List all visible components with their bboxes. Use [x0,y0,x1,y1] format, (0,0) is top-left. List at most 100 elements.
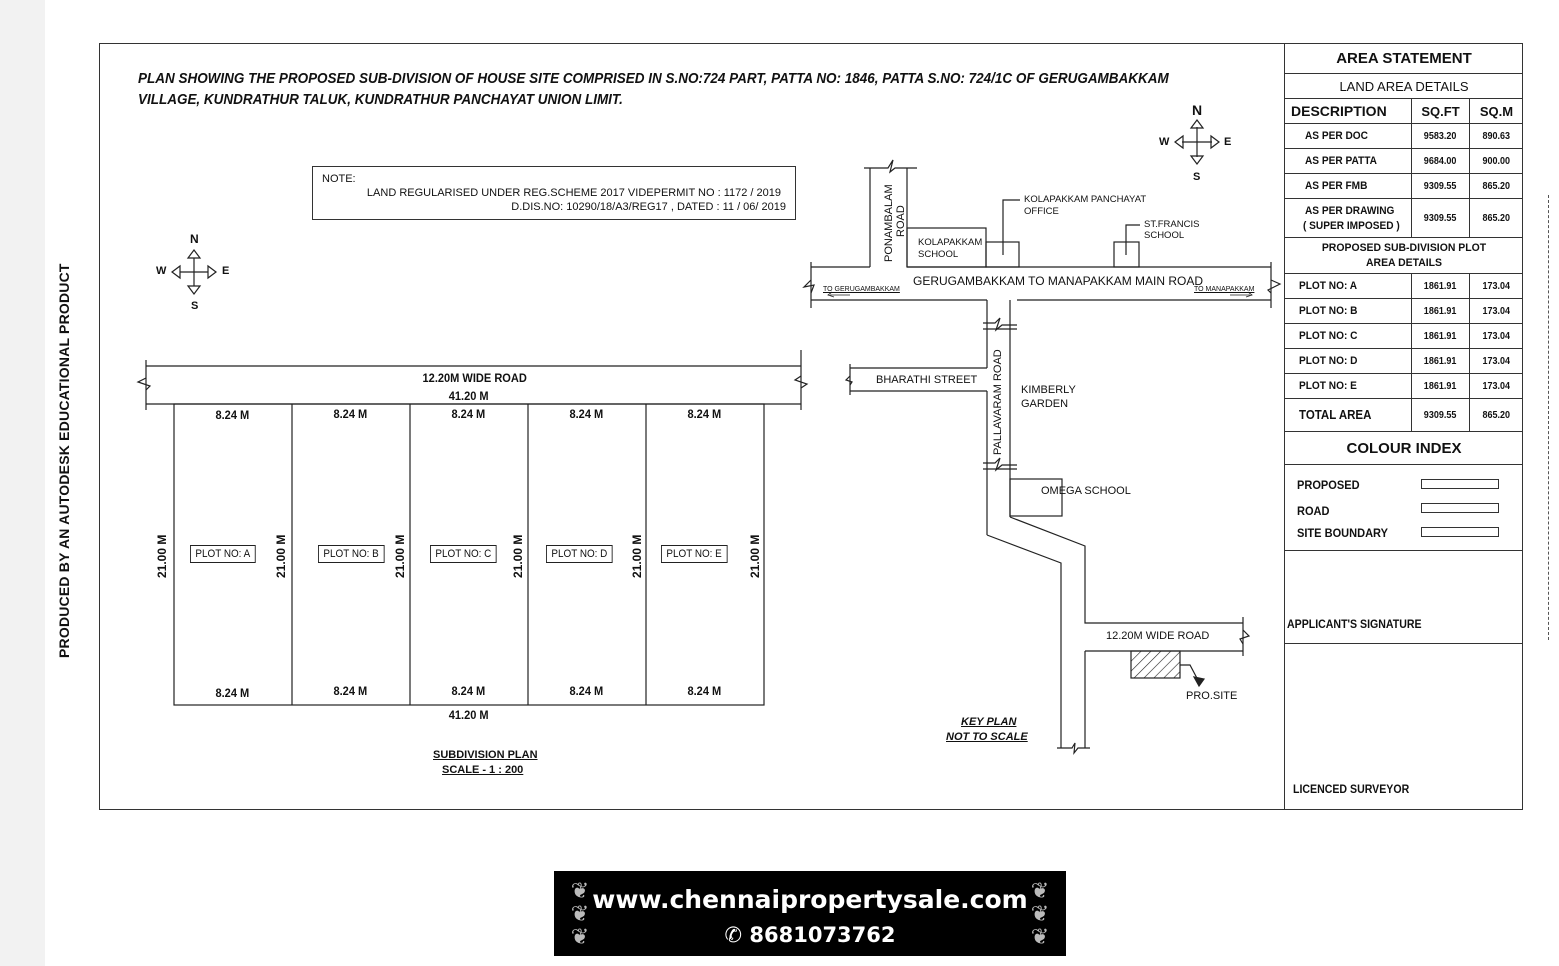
st-francis-1: ST.FRANCIS [1144,219,1200,230]
row-sqft: 1861.91 [1424,330,1457,342]
note-label: NOTE: [322,173,356,185]
floral-ornament-left-icon: ❦❦❦ [570,878,590,949]
plot-depth-5: 21.00 M [630,534,644,578]
subdivision-road-label: 12.20M WIDE ROAD [422,371,527,385]
plot-b-label[interactable]: PLOT NO: B [318,545,385,563]
plot-d-label[interactable]: PLOT NO: D [546,545,613,563]
pro-site-label[interactable]: PRO.SITE [1186,690,1238,702]
land-area-header-row: LAND AREA DETAILS [1285,74,1523,99]
plot-b-top-width: 8.24 M [333,407,368,421]
applicant-signature-label: APPLICANT'S SIGNATURE [1287,619,1422,631]
left-margin-strip [0,0,45,966]
swatch-road [1421,503,1499,513]
plot-c-label[interactable]: PLOT NO: C [430,545,497,563]
compass-right-n: N [1192,102,1203,118]
drawing-sheet-border [99,43,1523,810]
total-sqft: 9309.55 [1424,409,1457,421]
column-header-row: DESCRIPTION SQ.FT SQ.M [1285,99,1523,124]
compass-right-e: E [1224,136,1232,148]
note-line-2: D.DIS.NO: 10290/18/A3/REG17 , DATED : 11… [511,201,786,213]
row-sqft: 9309.55 [1424,180,1457,192]
table-row: PLOT NO: A 1861.91 173.04 [1285,274,1523,299]
applicant-signature-box: APPLICANT'S SIGNATURE [1285,551,1523,644]
colour-index-title-row: COLOUR INDEX [1285,432,1523,465]
table-row: AS PER PATTA 9684.00 900.00 [1285,149,1523,174]
website-banner[interactable]: ❦❦❦ ❦❦❦ www.chennaipropertysale.com ✆ 86… [554,871,1066,956]
plot-d-bottom-width: 8.24 M [569,684,604,698]
plot-depth-4: 21.00 M [511,534,525,578]
row-sqm: 865.20 [1482,212,1511,224]
to-manapakkam-label: TO MANAPAKKAM [1194,286,1255,293]
compass-right-s: S [1193,171,1201,183]
compass-right-w: W [1159,136,1170,148]
plot-area-header-2: AREA DETAILS [1365,257,1443,269]
plot-c-bottom-width: 8.24 M [451,684,486,698]
note-box: NOTE: LAND REGULARISED UNDER REG.SCHEME … [312,166,796,220]
row-sqm: 173.04 [1482,380,1511,392]
swatch-proposed [1421,479,1499,489]
colour-index-title: COLOUR INDEX [1346,439,1462,457]
kolapakkam-school-2: SCHOOL [918,249,959,260]
area-statement-title: AREA STATEMENT [1336,49,1472,67]
kimberly-label-1: KIMBERLY [1021,384,1076,396]
row-desc: PLOT NO: E [1299,380,1357,392]
row-sqft: 1861.91 [1424,280,1457,292]
row-sqm: 865.20 [1482,180,1511,192]
table-row: AS PER DOC 9583.20 890.63 [1285,124,1523,149]
note-line-1: LAND REGULARISED UNDER REG.SCHEME 2017 V… [366,187,781,199]
plot-area-header: PROPOSED SUB-DIVISION PLOT AREA DETAILS [1291,238,1517,273]
title-line-2: VILLAGE, KUNDRATHUR TALUK, KUNDRATHUR PA… [138,92,623,108]
row-desc: PLOT NO: D [1299,355,1358,367]
licenced-surveyor-label: LICENCED SURVEYOR [1293,784,1410,796]
licenced-surveyor-box: LICENCED SURVEYOR [1285,644,1523,810]
col-sqm: SQ.M [1479,103,1514,119]
bharathi-street-label: BHARATHI STREET [876,374,978,386]
plot-e-bottom-width: 8.24 M [687,684,722,698]
plot-area-header-row: PROPOSED SUB-DIVISION PLOT AREA DETAILS [1285,238,1523,274]
ponambalam-road-label: PONAMBALAM [883,184,895,262]
website-url-link[interactable]: www.chennaipropertysale.com [592,885,1028,914]
kimberly-label-2: GARDEN [1021,398,1069,410]
phone-number-text: 8681073762 [749,923,896,947]
colour-index-site-boundary: SITE BOUNDARY [1297,526,1388,540]
row-desc-2: ( SUPER IMPOSED ) [1303,219,1400,232]
plot-depth-6: 21.00 M [748,534,762,578]
plot-depth-2: 21.00 M [274,534,288,578]
row-desc: AS PER DOC [1305,130,1368,142]
plot-area-header-1: PROPOSED SUB-DIVISION PLOT [1321,242,1487,254]
plot-a-top-width: 8.24 M [215,408,250,422]
floral-ornament-right-icon: ❦❦❦ [1030,878,1050,949]
total-sqm: 865.20 [1482,409,1511,421]
row-sqm: 890.63 [1482,130,1511,142]
table-row: PLOT NO: B 1861.91 173.04 [1285,299,1523,324]
plot-depth-1: 21.00 M [155,534,169,578]
total-area-row: TOTAL AREA 9309.55 865.20 [1285,399,1523,432]
right-dashed-cut-line [1548,195,1549,640]
area-statement-title-row: AREA STATEMENT [1285,43,1523,74]
area-statement-panel: AREA STATEMENT LAND AREA DETAILS DESCRIP… [1284,43,1523,810]
phone-number[interactable]: ✆ 8681073762 [554,923,1066,947]
drawing-title: PLAN SHOWING THE PROPOSED SUB-DIVISION O… [138,69,1169,111]
col-sqft: SQ.FT [1412,99,1470,123]
plot-e-label[interactable]: PLOT NO: E [661,545,728,563]
main-road-label: GERUGAMBAKKAM TO MANAPAKKAM MAIN ROAD [913,274,1204,288]
col-description: DESCRIPTION [1285,99,1412,123]
plot-depth-3: 21.00 M [393,534,407,578]
row-desc: AS PER DRAWING [1305,204,1395,217]
key-plan-caption: KEY PLAN [961,716,1017,728]
key-plan-wide-road-label: 12.20M WIDE ROAD [1106,630,1210,642]
plot-c-top-width: 8.24 M [451,407,486,421]
row-sqm: 173.04 [1482,305,1511,317]
subdivision-scale: SCALE - 1 : 200 [442,764,524,776]
plot-e-top-width: 8.24 M [687,407,722,421]
row-sqm: 173.04 [1482,330,1511,342]
table-row: AS PER FMB 9309.55 865.20 [1285,174,1523,199]
row-sqft: 9583.20 [1424,130,1457,142]
row-desc: AS PER PATTA [1305,155,1377,167]
st-francis-2: SCHOOL [1144,230,1185,241]
plot-a-label[interactable]: PLOT NO: A [190,545,256,563]
title-line-1: PLAN SHOWING THE PROPOSED SUB-DIVISION O… [138,71,1169,87]
row-sqm: 900.00 [1482,155,1511,167]
total-width-bottom: 41.20 M [448,708,489,722]
